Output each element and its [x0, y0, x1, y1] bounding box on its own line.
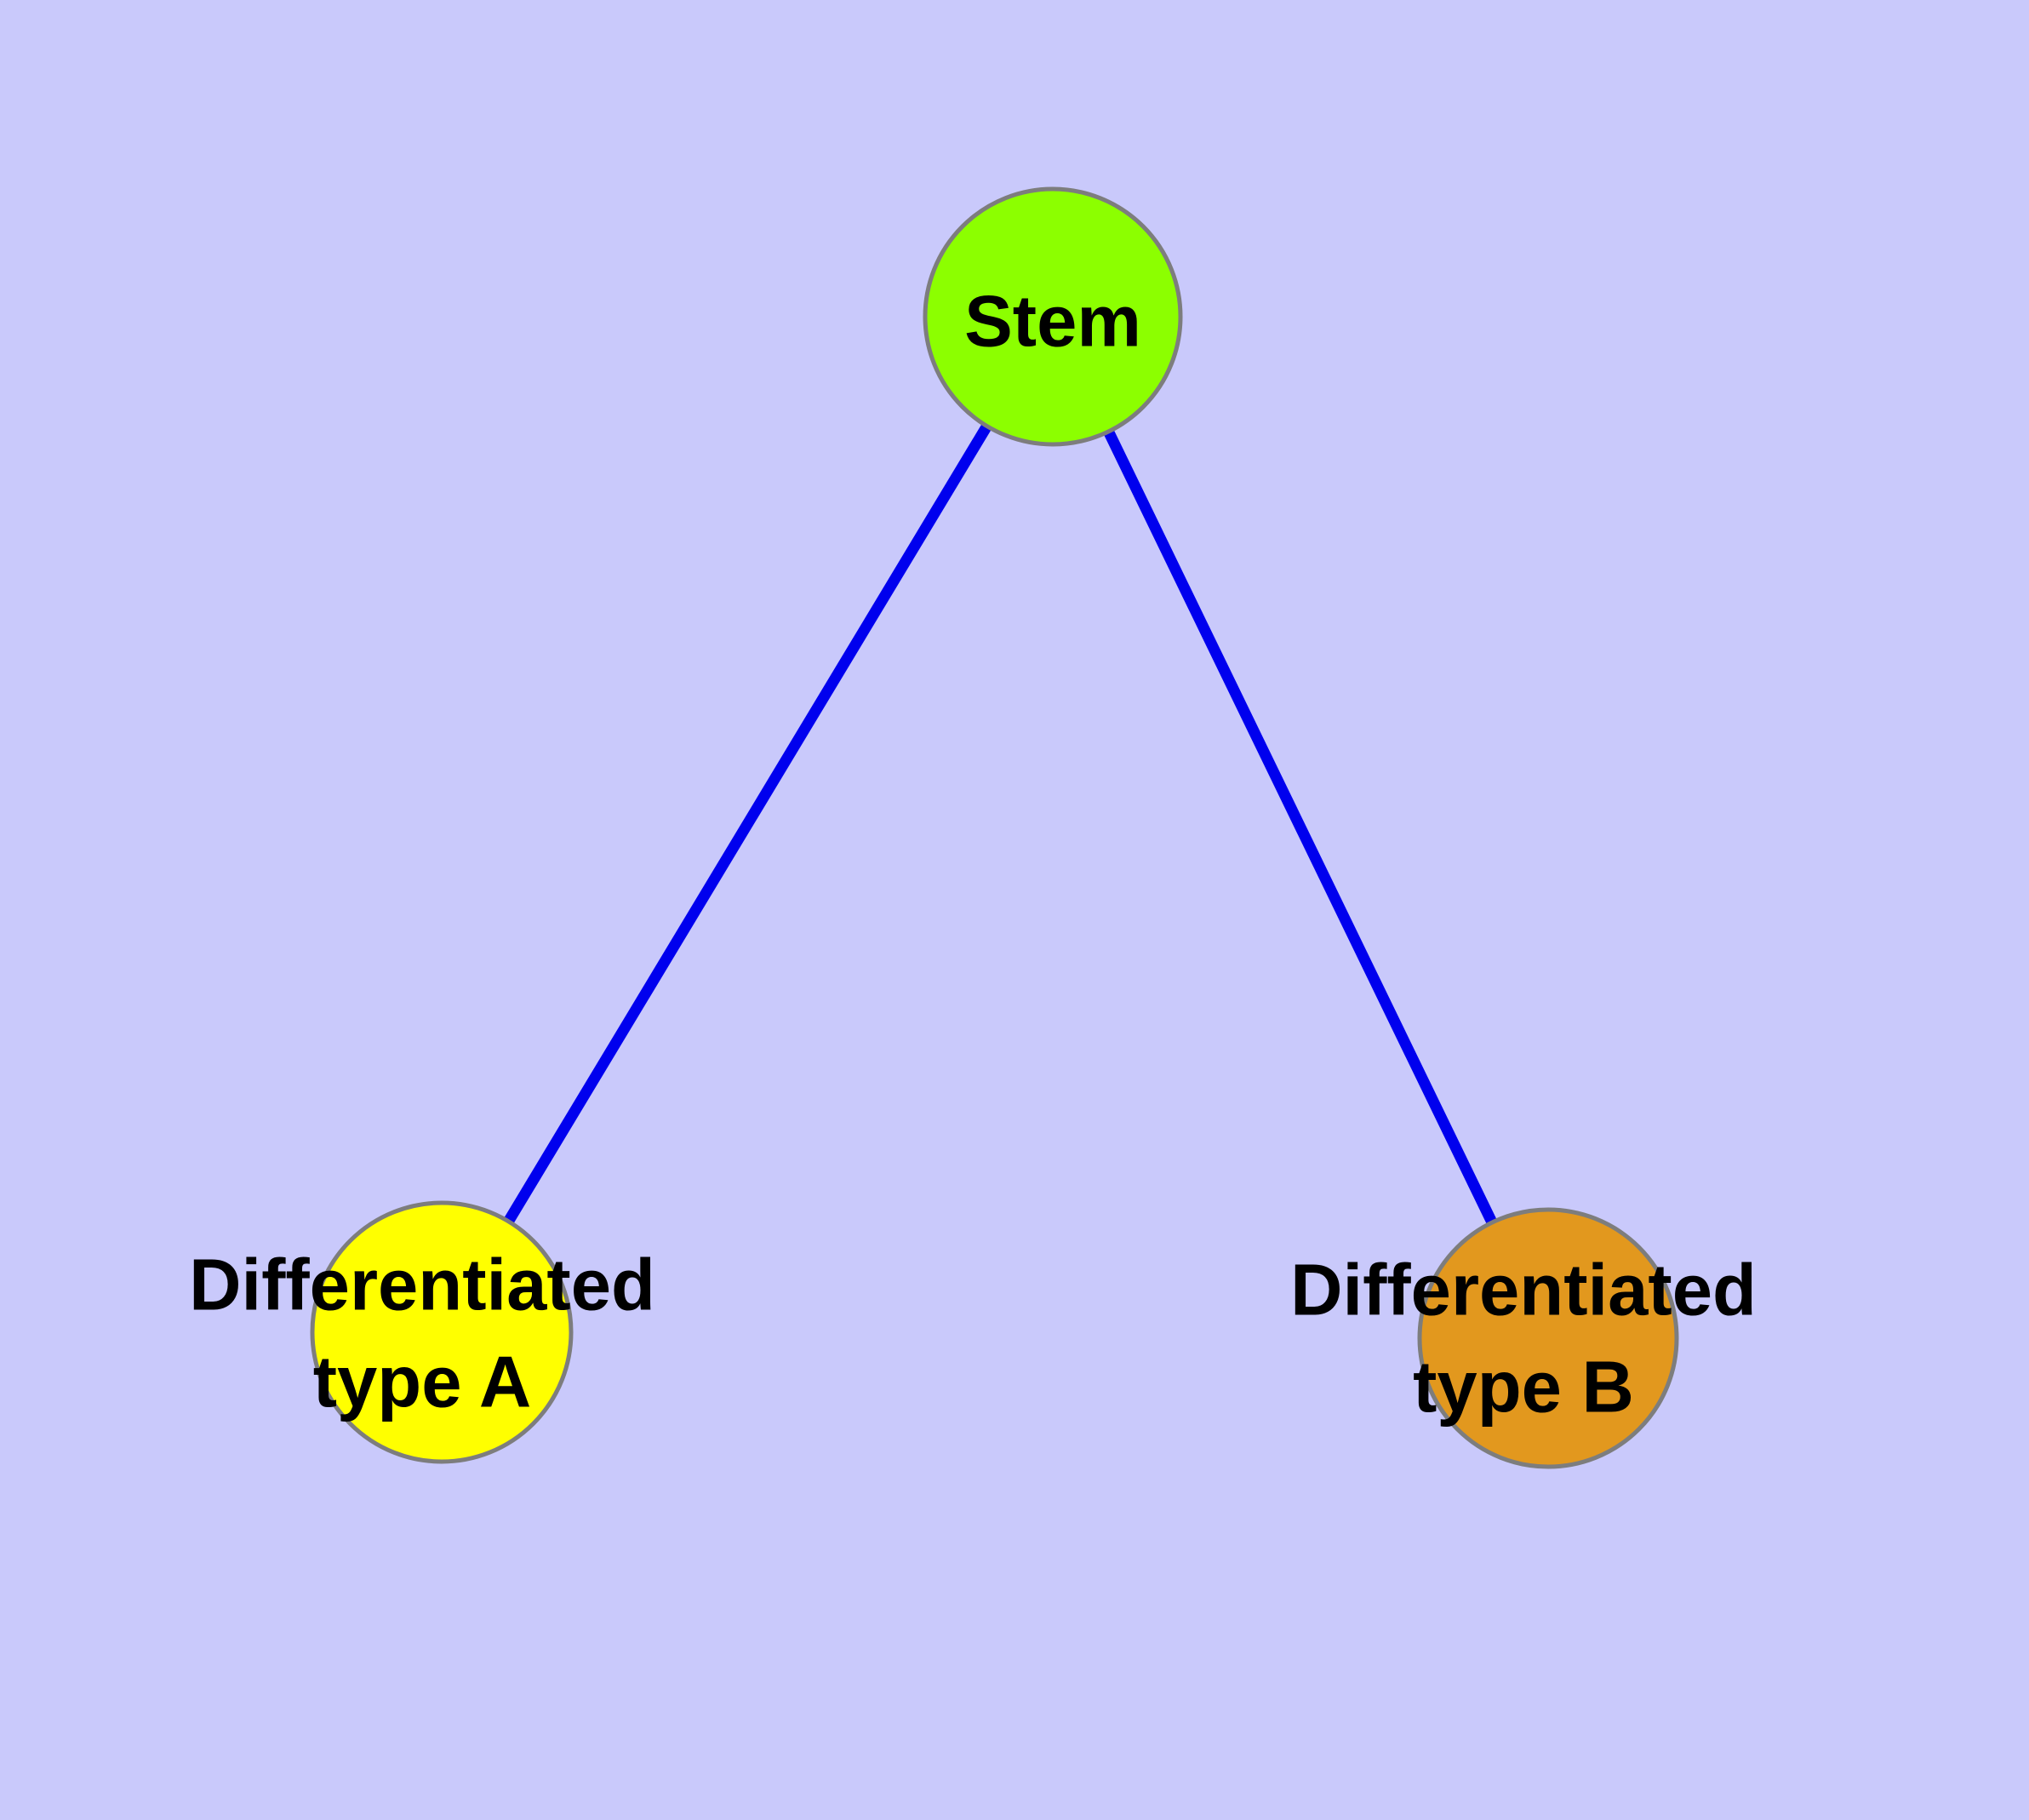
edge-stem-to-type-b — [1048, 314, 1553, 1341]
node-differentiated-type-b — [1417, 1207, 1679, 1469]
node-type-b-label-line2: type B — [1413, 1348, 1634, 1428]
node-type-b-label-line1: Differentiated — [1290, 1251, 1757, 1331]
node-stem-label: Stem — [964, 282, 1141, 363]
node-type-a-label-line1: Differentiated — [189, 1245, 655, 1326]
node-differentiated-type-a — [310, 1200, 574, 1464]
edge-stem-to-type-a — [437, 313, 1058, 1336]
node-type-a-label-line2: type A — [313, 1342, 532, 1423]
node-stem — [923, 186, 1183, 447]
